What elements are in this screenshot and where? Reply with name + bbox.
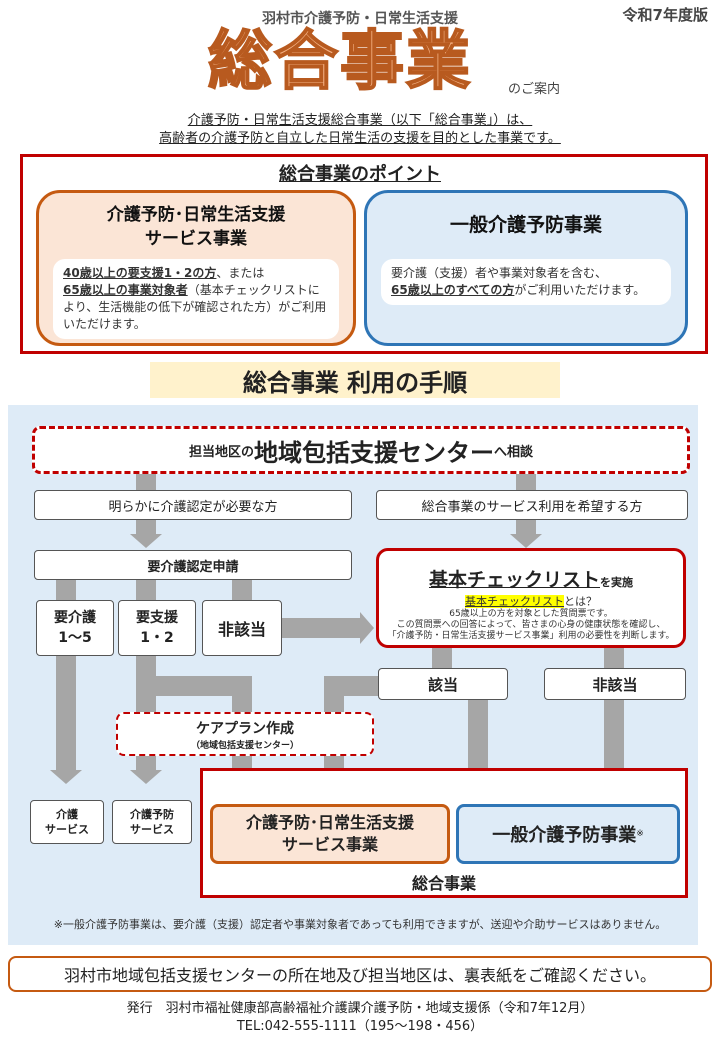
sogo-svc1-line2: サービス事業 [281, 835, 378, 854]
title-suffix: のご案内 [508, 82, 561, 97]
arrow-shaft [136, 520, 156, 536]
footer-tel: TEL:042-555-1111（195～198・456） [236, 1019, 484, 1034]
card1-title-line1: 介護予防･日常生活支援 [106, 205, 286, 225]
svc-care-line2: サービス [45, 823, 89, 836]
card2-body: 要介護（支援）者や事業対象者を含む、 65歳以上のすべての方がご利用いただけます… [381, 259, 671, 305]
care2-line1: 要支援 [136, 610, 178, 626]
not-applicable-box-2: 非該当 [544, 668, 686, 700]
arrow-down-icon [130, 770, 162, 784]
subtitle: 羽村市介護予防・日常生活支援 [262, 11, 458, 27]
careplan-box: ケアプラン作成 （地域包括支援センター） [116, 712, 374, 756]
card1-body-u1: 40歳以上の要支援1・2の方 [63, 266, 217, 280]
svc-prev-line1: 介護予防 [130, 808, 174, 821]
arrow-shaft [468, 700, 488, 786]
arrow-shaft [432, 648, 452, 668]
sogo-svc2-label: 一般介護予防事業 [492, 825, 637, 846]
card1-body-u2: 65歳以上の事業対象者 [63, 283, 188, 297]
arrow-shaft [56, 580, 76, 600]
arrow-shaft [516, 520, 536, 534]
left-branch-box: 明らかに介護認定が必要な方 [34, 490, 352, 520]
checklist-box: 基本チェックリストを実施 基本チェックリストとは？ 65歳以上の方を対象とした質… [376, 548, 686, 648]
card1-title-line2: サービス事業 [145, 229, 247, 249]
arrow-shaft [282, 618, 362, 638]
care1-line1: 要介護 [54, 610, 96, 626]
arrow-shaft [604, 648, 624, 668]
arrow-down-icon [50, 770, 82, 784]
sogo-general-prevention: 一般介護予防事業※ [456, 804, 680, 864]
location-notice: 羽村市地域包括支援センターの所在地及び担当地区は、裏表紙をご確認ください。 [8, 956, 712, 992]
arrow-shaft [604, 700, 624, 786]
card2-body-t2: がご利用いただけます。 [514, 283, 646, 297]
not-applicable-box: 非該当 [202, 600, 282, 656]
careplan-sub: （地域包括支援センター） [190, 740, 299, 751]
intro-line2: 高齢者の介護予防と自立した日常生活の支援を目的とした事業です。 [159, 131, 561, 146]
arrow-shaft [156, 676, 242, 696]
care1-line2: 1～5 [58, 630, 92, 646]
card-general-prevention: 一般介護予防事業 要介護（支援）者や事業対象者を含む、 65歳以上のすべての方が… [364, 190, 688, 346]
points-title: 総合事業のポイント [279, 164, 441, 185]
arrow-shaft [136, 580, 156, 600]
card2-body-t1: 要介護（支援）者や事業対象者を含む、 [391, 266, 608, 280]
checklist-title: 基本チェックリスト [428, 569, 600, 591]
card1-body-t1: 、または [216, 266, 265, 280]
card-service-business: 介護予防･日常生活支援 サービス事業 40歳以上の要支援1・2の方、または 65… [36, 190, 356, 346]
arrow-down-icon [510, 534, 542, 548]
checklist-desc1: 65歳以上の方を対象とした質問票です。 [449, 609, 613, 619]
arrow-shaft [516, 474, 536, 490]
arrow-shaft [56, 656, 76, 772]
checklist-desc: 基本チェックリストとは？ 65歳以上の方を対象とした質問票です。 この質問票への… [379, 595, 683, 642]
footer-publisher: 発行 羽村市福祉健康部高齢福祉介護課介護予防・地域支援係（令和7年12月） [126, 1001, 594, 1016]
consult-main: 地域包括支援センター [254, 438, 494, 467]
consult-box: 担当地区の 地域包括支援センター へ相談 [32, 426, 690, 474]
arrow-shaft [136, 474, 156, 490]
card2-title: 一般介護予防事業 [449, 214, 602, 236]
card1-title: 介護予防･日常生活支援 サービス事業 [39, 203, 353, 251]
consult-prefix: 担当地区の [188, 444, 254, 460]
checklist-title-row: 基本チェックリストを実施 [379, 565, 683, 592]
year-label: 令和7年度版 [622, 6, 708, 24]
care2-line2: 1・2 [140, 630, 174, 646]
arrow-down-icon [130, 534, 162, 548]
checklist-desc3: 「介護予防・日常生活支援サービス事業」利用の必要性を判断します。 [387, 631, 675, 641]
steps-title: 総合事業 利用の手順 [150, 362, 560, 398]
consult-suffix: へ相談 [494, 444, 534, 460]
checklist-q: 基本チェックリスト [465, 595, 564, 608]
page-title: 総合事業 [207, 24, 472, 100]
careplan-title: ケアプラン作成 [196, 720, 294, 737]
care-service-box: 介護サービス [30, 800, 104, 844]
intro-text: 介護予防・日常生活支援総合事業（以下「総合事業」）は、 高齢者の介護予防と自立し… [0, 112, 720, 148]
sogo-service-business: 介護予防･日常生活支援サービス事業 [210, 804, 450, 864]
arrow-right-icon [360, 612, 374, 644]
intro-line1: 介護予防・日常生活支援総合事業（以下「総合事業」）は、 [187, 113, 533, 128]
application-box: 要介護認定申請 [34, 550, 352, 580]
card1-body: 40歳以上の要支援1・2の方、または 65歳以上の事業対象者（基本チェックリスト… [53, 259, 339, 339]
sogo-svc2-mark: ※ [636, 829, 644, 839]
svc-care-line1: 介護 [56, 808, 78, 821]
footnote: ※一般介護予防事業は、要介護（支援）認定者や事業対象者であっても利用できますが、… [53, 918, 667, 931]
checklist-suffix: を実施 [600, 576, 633, 589]
applicable-box: 該当 [378, 668, 508, 700]
checklist-desc2: この質問票への回答によって、皆さまの心身の健康状態を確認し、 [396, 620, 666, 630]
footer: 発行 羽村市福祉健康部高齢福祉介護課介護予防・地域支援係（令和7年12月） TE… [0, 1000, 720, 1036]
sogo-svc1-line1: 介護予防･日常生活支援 [245, 813, 414, 832]
right-branch-box: 総合事業のサービス利用を希望する方 [376, 490, 688, 520]
checklist-q-suffix: とは？ [564, 595, 597, 608]
svc-prev-line2: サービス [130, 823, 174, 836]
support-level-box: 要支援 1・2 [118, 600, 196, 656]
card2-body-u1: 65歳以上のすべての方 [391, 283, 515, 297]
care-level-box: 要介護 1～5 [36, 600, 114, 656]
sogo-label: 総合事業 [411, 874, 476, 893]
points-frame [20, 154, 708, 354]
arrow-shaft [232, 580, 252, 600]
card1-body-t2: （基本チェックリストにより、生活機能の低下が確認された方）がご利用いただけます。 [63, 283, 327, 331]
prevention-service-box: 介護予防サービス [112, 800, 192, 844]
